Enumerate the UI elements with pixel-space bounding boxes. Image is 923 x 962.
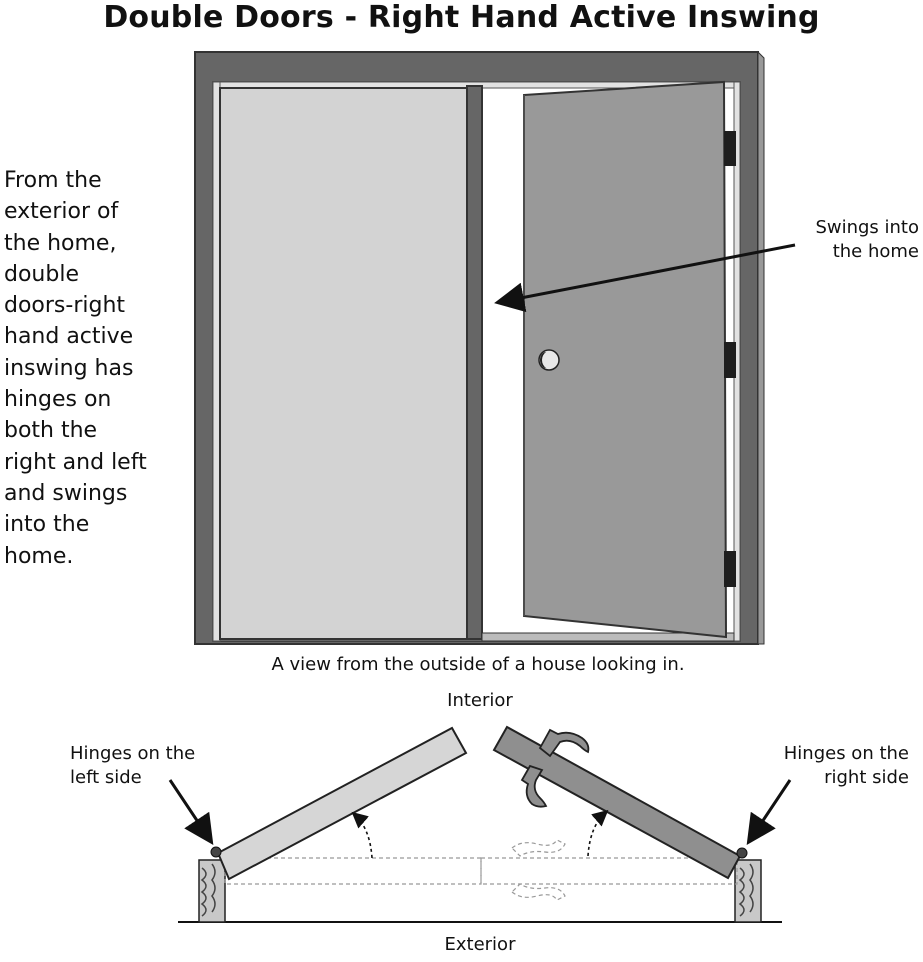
right-hinges-line: right side xyxy=(824,767,909,788)
description-line: inswing has xyxy=(4,355,134,381)
swings-label-line: the home xyxy=(832,241,919,262)
description-line: From the xyxy=(4,168,102,193)
description-line: double xyxy=(4,261,79,287)
description-line: hinges on xyxy=(4,387,112,413)
hinge-icon xyxy=(724,131,736,166)
left-hinge-pin-icon xyxy=(210,846,222,858)
description-line: right and left xyxy=(4,449,147,475)
description-text: From the exterior of the home, double do… xyxy=(4,165,194,572)
door-lever-icon xyxy=(520,728,590,808)
description-line: and swings xyxy=(4,480,128,506)
view-caption: A view from the outside of a house looki… xyxy=(271,654,685,675)
left-door-plan xyxy=(216,726,468,881)
left-hinges-label: Hinges on the left side xyxy=(70,742,195,790)
exterior-label: Exterior xyxy=(444,934,516,955)
right-hinges-label: Hinges on the right side xyxy=(784,742,909,790)
door-knob-icon xyxy=(538,349,560,371)
inactive-door xyxy=(219,87,468,640)
description-line: exterior of xyxy=(4,199,119,225)
interior-label: Interior xyxy=(447,690,513,711)
description-line: the home, xyxy=(4,230,117,256)
diagram-title: Double Doors - Right Hand Active Inswing xyxy=(103,0,820,35)
center-astragal xyxy=(466,85,483,640)
right-jamb xyxy=(734,859,762,923)
frame-inner-left-edge xyxy=(212,81,221,642)
swings-into-home-label: Swings into the home xyxy=(815,216,919,264)
door-knob-shadow xyxy=(540,352,546,368)
right-hinge-pin-icon xyxy=(736,847,748,859)
hinge-icon xyxy=(724,551,736,587)
right-door-plan xyxy=(492,725,742,880)
swing-arrow xyxy=(494,243,796,313)
hinge-icon xyxy=(724,342,736,378)
right-swing-arrow xyxy=(587,809,609,857)
left-jamb xyxy=(198,859,226,923)
description-line: both the xyxy=(4,418,98,444)
left-swing-arrow xyxy=(351,811,373,859)
right-hinge-pointer xyxy=(746,779,792,845)
description-line: hand active xyxy=(4,324,134,350)
right-hinges-line: Hinges on the xyxy=(783,743,909,764)
left-hinge-pointer xyxy=(168,779,214,845)
description-line: into the xyxy=(4,512,90,538)
description-line: home. xyxy=(4,543,74,569)
left-hinges-line: Hinges on the xyxy=(70,743,196,764)
floor-threshold xyxy=(481,632,735,642)
left-hinges-line: left side xyxy=(70,767,142,788)
swings-label-line: Swings into xyxy=(815,217,919,238)
closed-door-outline xyxy=(224,839,738,901)
description-line: doors-right xyxy=(4,293,126,319)
